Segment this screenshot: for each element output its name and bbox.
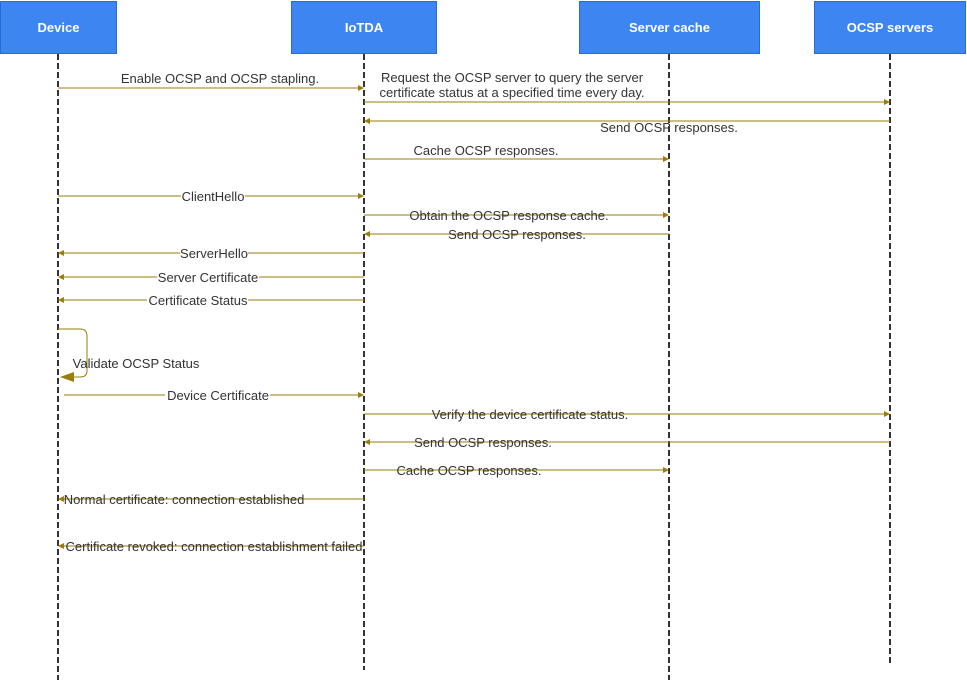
message-request-ocsp: Request the OCSP server to query the ser… [364, 70, 890, 105]
message-label: certificate status at a specified time e… [380, 85, 645, 100]
message-label: Cache OCSP responses. [397, 463, 542, 478]
message-label: Certificate Status [149, 293, 248, 308]
message-label: Server Certificate [158, 270, 258, 285]
message-client-hello: ClientHello [58, 189, 364, 204]
actor-iotda: IoTDA [291, 1, 437, 54]
message-certificate-status: Certificate Status [58, 293, 364, 308]
message-label: Normal certificate: connection establish… [64, 492, 305, 507]
message-cache-ocsp-responses-1: Cache OCSP responses. [364, 143, 669, 162]
message-label: Request the OCSP server to query the ser… [381, 70, 644, 85]
message-verify-device-certificate: Verify the device certificate status. [364, 407, 890, 422]
message-label: ClientHello [182, 189, 245, 204]
message-send-ocsp-responses-1: Send OCSP responses. [364, 118, 890, 135]
message-label: Enable OCSP and OCSP stapling. [121, 71, 319, 86]
message-label: Validate OCSP Status [73, 356, 200, 371]
message-label: Cache OCSP responses. [414, 143, 559, 158]
message-obtain-ocsp-cache: Obtain the OCSP response cache. [364, 208, 669, 223]
message-label: Send OCSP responses. [448, 227, 586, 242]
actor-device: Device [0, 1, 117, 54]
message-label: Verify the device certificate status. [432, 407, 629, 422]
message-validate-ocsp-status: Validate OCSP Status [58, 328, 200, 382]
message-label: Certificate revoked: connection establis… [66, 539, 363, 554]
message-enable-ocsp: Enable OCSP and OCSP stapling. [58, 71, 364, 91]
message-normal-certificate: Normal certificate: connection establish… [58, 492, 364, 507]
message-send-ocsp-responses-3: Send OCSP responses. [364, 435, 890, 450]
message-device-certificate: Device Certificate [64, 388, 364, 403]
message-label: Device Certificate [167, 388, 269, 403]
message-label: Send OCSP responses. [414, 435, 552, 450]
message-server-hello: ServerHello [58, 246, 364, 261]
actor-ocsp-servers: OCSP servers [814, 1, 966, 54]
message-cache-ocsp-responses-2: Cache OCSP responses. [364, 463, 669, 478]
message-label: ServerHello [180, 246, 248, 261]
message-server-certificate: Server Certificate [58, 270, 364, 285]
message-label: Send OCSP responses. [600, 120, 738, 135]
message-send-ocsp-responses-2: Send OCSP responses. [364, 227, 669, 242]
message-certificate-revoked: Certificate revoked: connection establis… [58, 539, 364, 554]
actor-server-cache: Server cache [579, 1, 760, 54]
message-label: Obtain the OCSP response cache. [409, 208, 608, 223]
